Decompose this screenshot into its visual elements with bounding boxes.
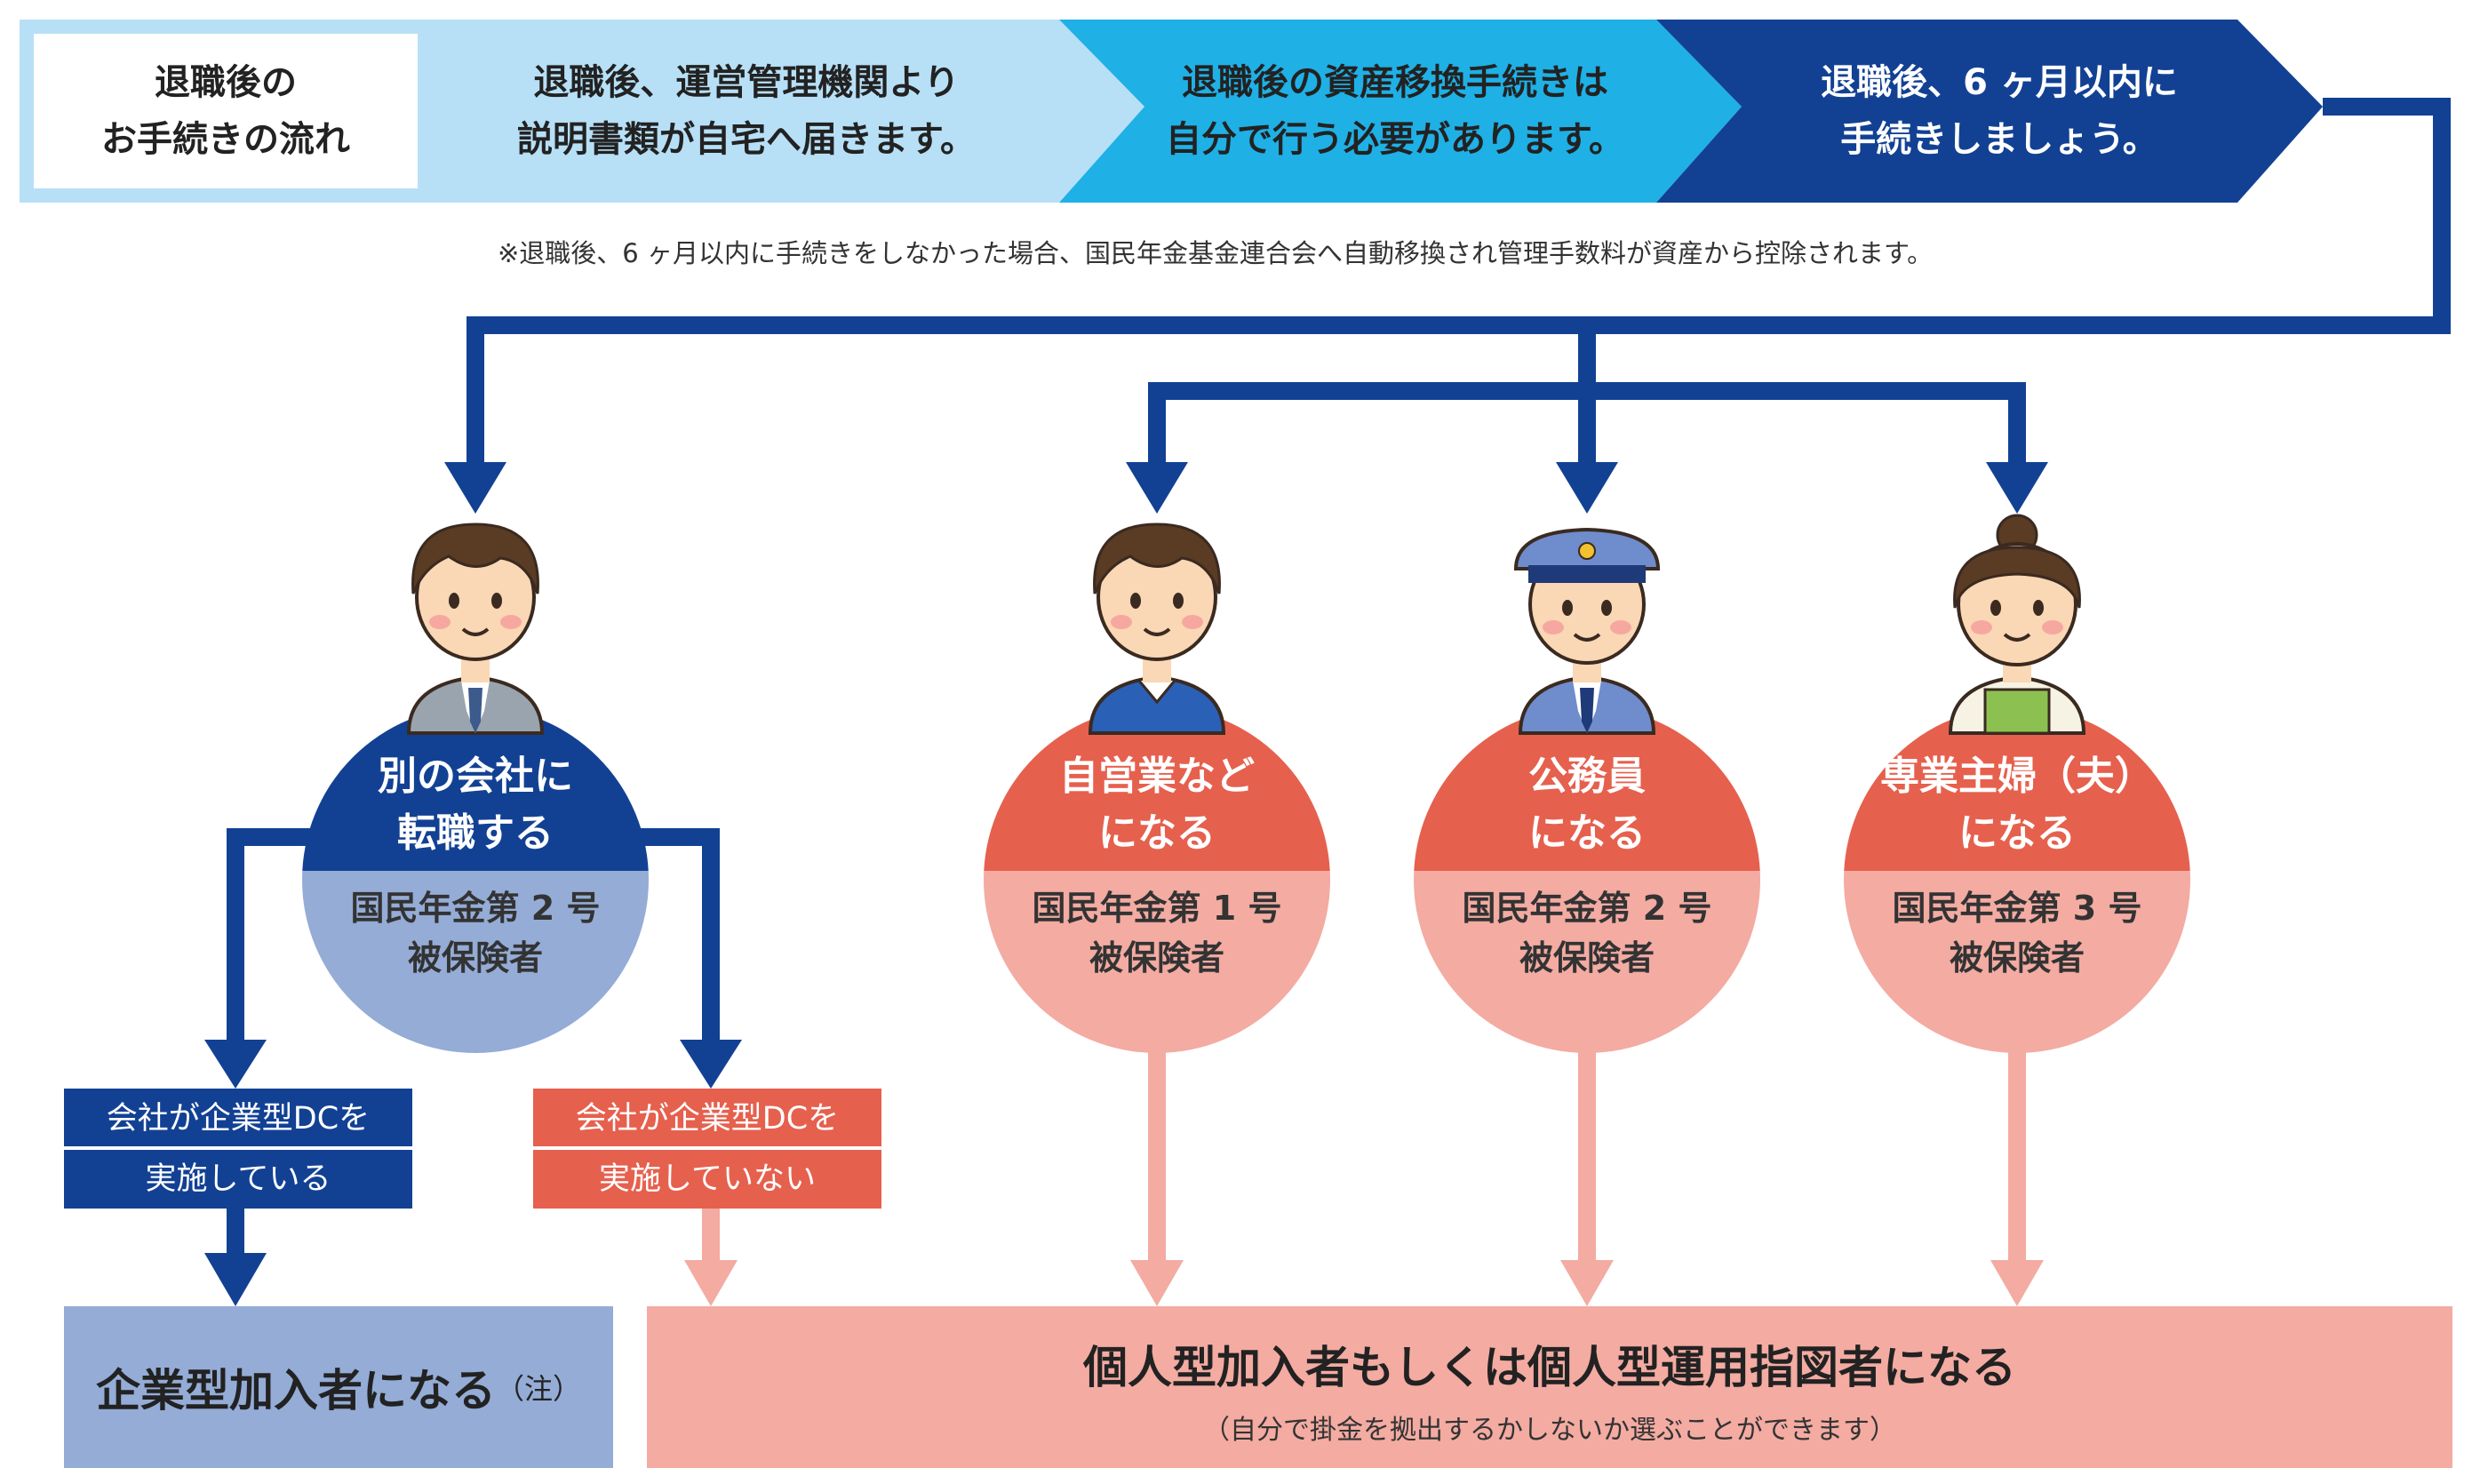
- result-individual-note: （自分で掛金を拠出するかしないか選ぶことができます）: [1203, 1415, 1896, 1446]
- flow-step-1-text: 退職後、運営管理機関より 説明書類が自宅へ届きます。: [517, 62, 976, 160]
- office-worker-icon: [406, 523, 545, 735]
- option-transfer-status: 国民年金第 2 号 被保険者: [350, 889, 601, 977]
- flow-label: 退職後の お手続きの流れ: [101, 62, 350, 160]
- dc-yes-line1: 会社が企業型DCを: [106, 1100, 371, 1137]
- navy-arrowheads: [204, 462, 2048, 1306]
- arrow-down-icon: [684, 1260, 738, 1306]
- dc-no-line1: 会社が企業型DCを: [575, 1100, 840, 1137]
- option-self-employed-title: 自営業など になる: [1059, 754, 1255, 856]
- arrow-down-icon: [1556, 462, 1618, 514]
- flow-step-2-text: 退職後の資産移換手続きは 自分で行う必要があります。: [1166, 62, 1624, 160]
- arrow-down-icon: [1990, 1260, 2044, 1306]
- homemaker-icon: [1948, 514, 2086, 735]
- result-corporate-text: 企業型加入者になる: [95, 1365, 496, 1416]
- dc-yes-line2: 実施している: [145, 1161, 331, 1197]
- result-corporate-note: （注）: [495, 1372, 581, 1406]
- option-civil-servant-status: 国民年金第 2 号 被保険者: [1462, 889, 1712, 977]
- deadline-note: ※退職後、6 ヶ月以内に手続きをしなかった場合、国民年金基金連合会へ自動移換され…: [498, 238, 1934, 268]
- process-flow-bar: [20, 20, 2323, 203]
- dc-no-line2: 実施していない: [599, 1161, 816, 1197]
- civil-servant-icon: [1513, 527, 1661, 735]
- result-corporate-box: [64, 1306, 613, 1468]
- self-employed-icon: [1088, 523, 1226, 735]
- flow-step-3-bg: [1656, 20, 2323, 203]
- arrow-down-icon: [680, 1040, 742, 1089]
- arrow-down-icon: [1126, 462, 1188, 514]
- flow-step-3-text: 退職後、6 ヶ月以内に 手続きしましょう。: [1821, 62, 2178, 160]
- option-transfer-title: 別の会社に 転職する: [378, 754, 573, 856]
- result-corporate: 企業型加入者になる（注）: [64, 1306, 613, 1468]
- arrow-down-icon: [1130, 1260, 1184, 1306]
- arrow-down-icon: [1986, 462, 2048, 514]
- arrow-down-icon: [1560, 1260, 1614, 1306]
- flow-label-box: [34, 34, 418, 188]
- arrow-down-icon: [444, 462, 506, 514]
- arrow-down-icon: [204, 1040, 267, 1089]
- pink-connectors: [702, 1013, 2026, 1260]
- arrow-down-icon: [204, 1253, 267, 1306]
- flow-step-2-bg: [1059, 20, 1742, 203]
- option-homemaker-title: 専業主婦（夫） になる: [1880, 754, 2154, 856]
- pink-arrowheads: [684, 1260, 2044, 1306]
- result-individual-box: [647, 1306, 2452, 1468]
- option-self-employed-status: 国民年金第 1 号 被保険者: [1032, 889, 1282, 977]
- option-homemaker-status: 国民年金第 3 号 被保険者: [1892, 889, 2142, 977]
- navy-connectors: [227, 98, 2451, 1253]
- result-individual-text: 個人型加入者もしくは個人型運用指図者になる: [1083, 1342, 2016, 1393]
- option-civil-servant-title: 公務員 になる: [1528, 754, 1646, 856]
